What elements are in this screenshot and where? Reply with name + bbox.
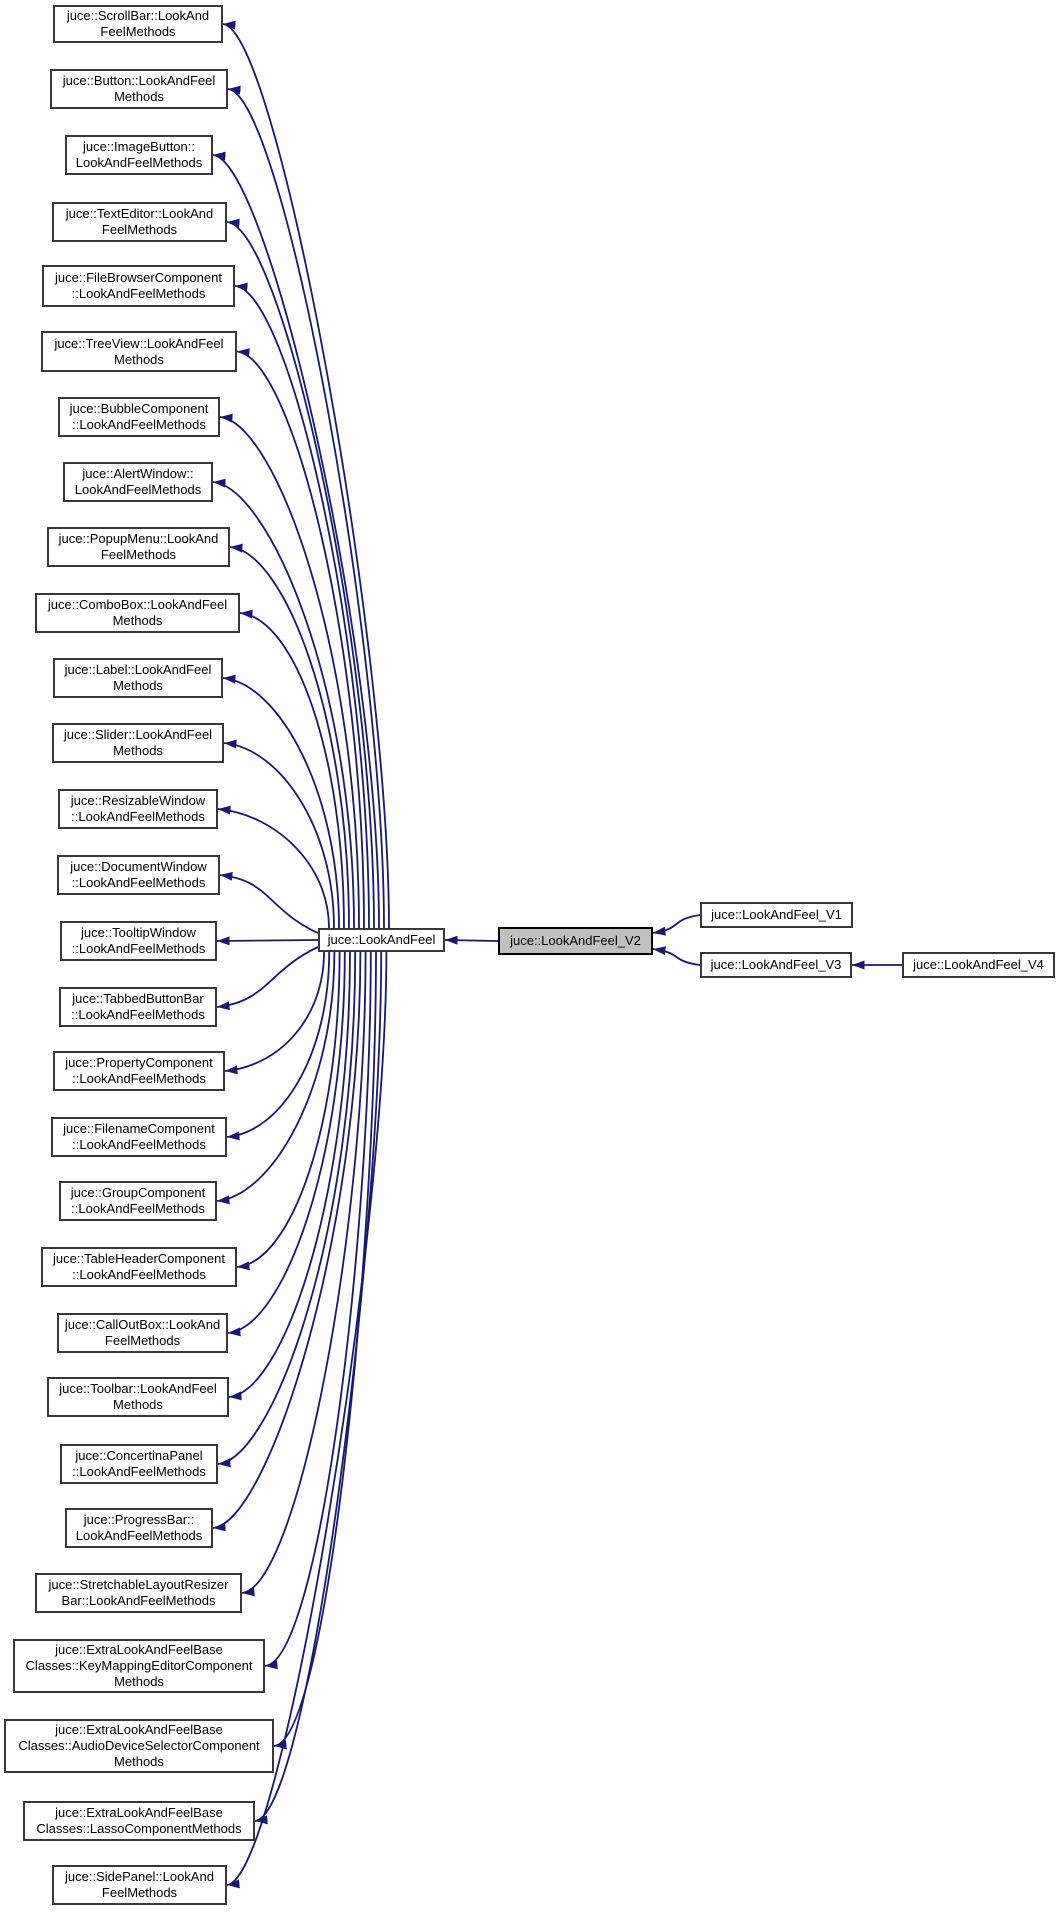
inheritance-edge-lookandfeel-to-tabbedbuttonbar — [216, 946, 319, 1011]
inheritance-edge-lookandfeel-v3-to-lookandfeel-v2 — [652, 946, 701, 966]
graph-node-filebrowser[interactable]: juce::FileBrowserComponent ::LookAndFeel… — [42, 265, 235, 307]
inheritance-edge-lookandfeel-to-progressbar — [212, 951, 362, 1532]
graph-node-calloutbox[interactable]: juce::CallOutBox::LookAnd FeelMethods — [57, 1313, 228, 1353]
inheritance-edge-lookandfeel-to-lassocomponent — [254, 951, 383, 1825]
graph-node-tabbedbuttonbar[interactable]: juce::TabbedButtonBar ::LookAndFeelMetho… — [59, 987, 217, 1027]
graph-node-concertinapanel[interactable]: juce::ConcertinaPanel ::LookAndFeelMetho… — [60, 1444, 218, 1484]
graph-node-alertwindow[interactable]: juce::AlertWindow:: LookAndFeelMethods — [63, 462, 213, 502]
inheritance-edge-lookandfeel-to-propertycomponent — [224, 951, 325, 1075]
graph-node-scrollbar[interactable]: juce::ScrollBar::LookAnd FeelMethods — [53, 5, 223, 43]
graph-node-bubble[interactable]: juce::BubbleComponent ::LookAndFeelMetho… — [58, 397, 220, 437]
inheritance-edge-lookandfeel-to-label — [222, 674, 340, 929]
graph-node-filenamecomponent[interactable]: juce::FilenameComponent ::LookAndFeelMet… — [51, 1117, 227, 1157]
inheritance-edge-lookandfeel-to-popupmenu — [229, 543, 350, 929]
inheritance-edge-lookandfeel-to-slider — [223, 739, 335, 929]
graph-node-lookandfeel-v3[interactable]: juce::LookAndFeel_V3 — [700, 952, 852, 978]
inheritance-edge-lookandfeel-to-calloutbox — [227, 951, 346, 1337]
inheritance-edge-lookandfeel-to-filebrowser — [234, 282, 370, 929]
inheritance-edge-lookandfeel-to-combobox — [239, 609, 345, 929]
graph-node-slider[interactable]: juce::Slider::LookAndFeel Methods — [52, 723, 224, 763]
graph-node-combobox[interactable]: juce::ComboBox::LookAndFeel Methods — [35, 593, 240, 633]
inheritance-edge-lookandfeel-to-documentwindow — [219, 871, 319, 934]
inheritance-edge-lookandfeel-to-resizablewindow — [217, 805, 330, 929]
inheritance-edge-lookandfeel-to-alertwindow — [212, 478, 355, 929]
graph-node-lookandfeel-v4[interactable]: juce::LookAndFeel_V4 — [902, 952, 1055, 978]
graph-node-toolbar[interactable]: juce::Toolbar::LookAndFeel Methods — [47, 1377, 229, 1417]
graph-node-treeview[interactable]: juce::TreeView::LookAndFeel Methods — [41, 331, 237, 372]
graph-node-documentwindow[interactable]: juce::DocumentWindow ::LookAndFeelMethod… — [57, 855, 220, 895]
inheritance-edge-lookandfeel-to-tableheader — [236, 951, 341, 1271]
inheritance-edge-lookandfeel-to-treeview — [236, 348, 365, 929]
inheritance-edge-lookandfeel-to-tooltipwindow — [216, 936, 319, 946]
graph-node-imagebutton[interactable]: juce::ImageButton:: LookAndFeelMethods — [65, 135, 213, 175]
inheritance-edge-lookandfeel-to-concertinapanel — [217, 951, 357, 1468]
graph-node-lookandfeel[interactable]: juce::LookAndFeel — [318, 928, 445, 952]
graph-node-tooltipwindow[interactable]: juce::TooltipWindow ::LookAndFeelMethods — [60, 921, 217, 961]
inheritance-edge-lookandfeel-to-audiodeviceselector — [273, 951, 377, 1750]
graph-node-resizablewindow[interactable]: juce::ResizableWindow ::LookAndFeelMetho… — [58, 789, 218, 829]
graph-node-button[interactable]: juce::Button::LookAndFeel Methods — [50, 69, 228, 109]
graph-node-label[interactable]: juce::Label::LookAndFeel Methods — [53, 658, 223, 698]
inheritance-edge-lookandfeel-to-sidepanel — [226, 951, 388, 1889]
inheritance-edge-lookandfeel-to-button — [227, 85, 385, 929]
graph-node-audiodeviceselector[interactable]: juce::ExtraLookAndFeelBase Classes::Audi… — [4, 1719, 274, 1773]
inheritance-edge-lookandfeel-to-scrollbar — [222, 20, 390, 929]
inheritance-edge-lookandfeel-to-bubble — [219, 413, 360, 929]
graph-node-stretchablelayoutresizerbar[interactable]: juce::StretchableLayoutResizer Bar::Look… — [35, 1573, 242, 1613]
inheritance-edge-lookandfeel-to-groupcomponent — [216, 951, 336, 1205]
inheritance-edge-lookandfeel-v1-to-lookandfeel-v2 — [652, 914, 701, 936]
graph-node-groupcomponent[interactable]: juce::GroupComponent ::LookAndFeelMethod… — [59, 1181, 217, 1221]
inheritance-edge-lookandfeel-v2-to-lookandfeel — [444, 935, 499, 945]
inheritance-edge-lookandfeel-to-keymappingeditor — [264, 951, 372, 1670]
graph-node-lookandfeel-v1[interactable]: juce::LookAndFeel_V1 — [700, 902, 853, 928]
inheritance-edge-lookandfeel-to-filenamecomponent — [226, 951, 331, 1141]
inheritance-edge-lookandfeel-to-toolbar — [228, 951, 351, 1401]
inheritance-edge-lookandfeel-to-stretchablelayoutresizerbar — [241, 951, 367, 1597]
graph-node-propertycomponent[interactable]: juce::PropertyComponent ::LookAndFeelMet… — [53, 1051, 225, 1091]
graph-node-texteditor[interactable]: juce::TextEditor::LookAnd FeelMethods — [52, 202, 227, 242]
inheritance-edge-lookandfeel-to-texteditor — [226, 218, 375, 929]
inheritance-edge-lookandfeel-to-imagebutton — [212, 151, 380, 929]
graph-node-keymappingeditor[interactable]: juce::ExtraLookAndFeelBase Classes::KeyM… — [13, 1639, 265, 1693]
graph-node-tableheader[interactable]: juce::TableHeaderComponent ::LookAndFeel… — [41, 1247, 237, 1287]
graph-node-popupmenu[interactable]: juce::PopupMenu::LookAnd FeelMethods — [47, 527, 230, 567]
graph-node-lookandfeel-v2: juce::LookAndFeel_V2 — [498, 927, 653, 955]
graph-node-lassocomponent[interactable]: juce::ExtraLookAndFeelBase Classes::Lass… — [23, 1801, 255, 1841]
graph-node-progressbar[interactable]: juce::ProgressBar:: LookAndFeelMethods — [65, 1508, 213, 1548]
graph-node-sidepanel[interactable]: juce::SidePanel::LookAnd FeelMethods — [52, 1865, 227, 1905]
